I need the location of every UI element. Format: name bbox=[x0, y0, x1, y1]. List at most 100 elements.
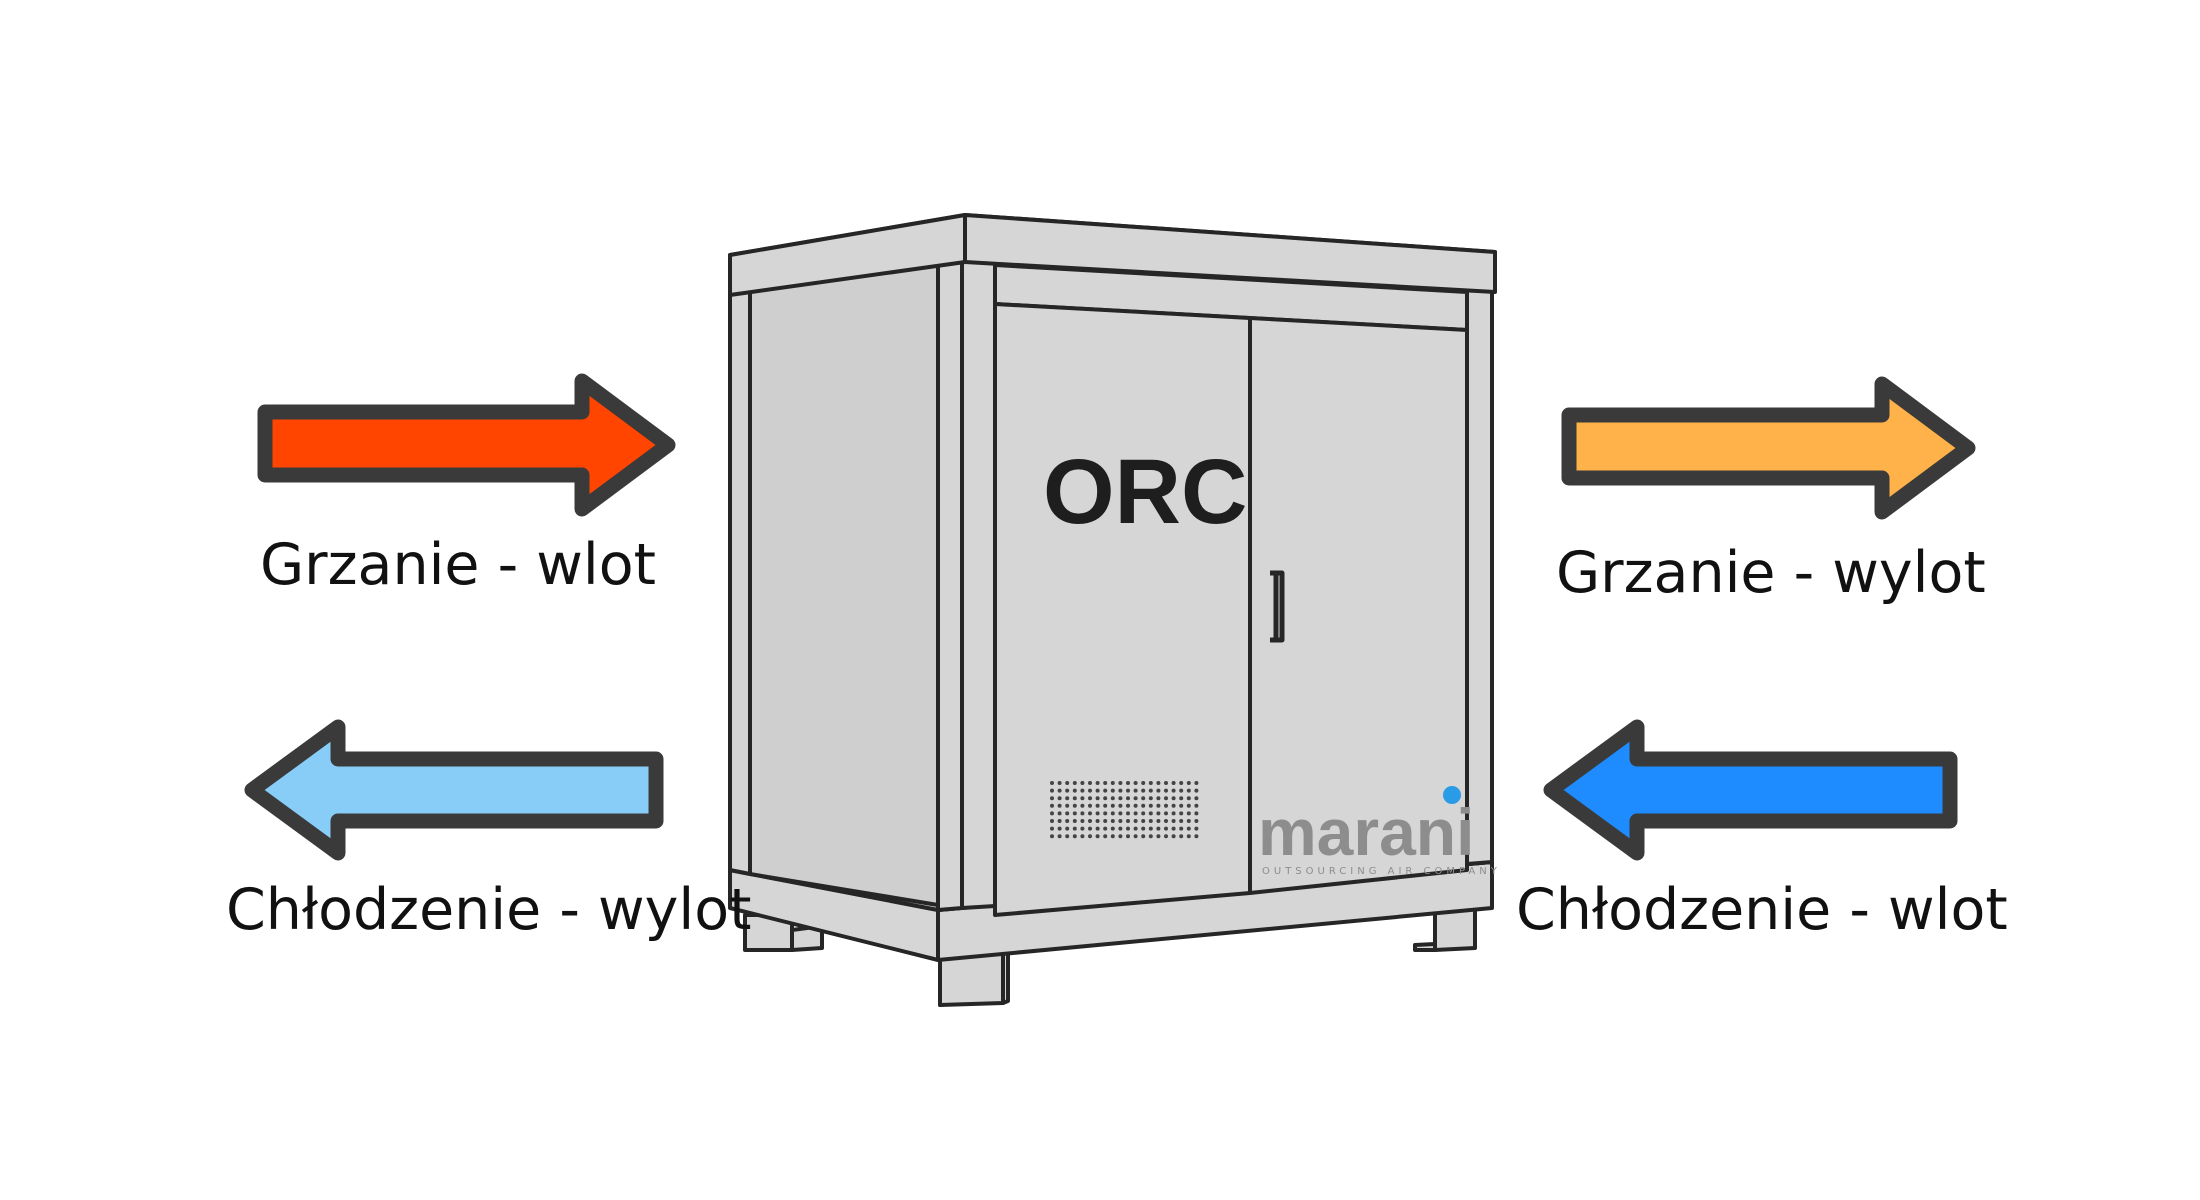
vent-hole bbox=[1103, 796, 1108, 801]
vent-hole bbox=[1179, 811, 1184, 816]
unit-title: ORC bbox=[1043, 441, 1247, 543]
vent-hole bbox=[1179, 803, 1184, 808]
brand-tagline: OUTSOURCING AIR COMPANY bbox=[1262, 866, 1501, 877]
vent-hole bbox=[1072, 826, 1077, 831]
vent-hole bbox=[1194, 796, 1199, 801]
vent-hole bbox=[1088, 796, 1092, 801]
vent-hole bbox=[1057, 781, 1062, 785]
vent-hole bbox=[1141, 781, 1146, 785]
vent-hole bbox=[1141, 788, 1146, 793]
heating-outlet-label: Grzanie - wylot bbox=[1556, 540, 1986, 606]
vent-hole bbox=[1103, 834, 1108, 839]
vent-hole bbox=[1133, 811, 1138, 816]
vent-hole bbox=[1057, 819, 1062, 823]
vent-hole bbox=[1065, 811, 1070, 816]
vent-hole bbox=[1156, 826, 1161, 831]
vent-hole bbox=[1095, 803, 1100, 808]
vent-hole bbox=[1095, 811, 1100, 816]
vent-hole bbox=[1088, 834, 1092, 839]
vent-hole bbox=[1118, 788, 1123, 793]
vent-hole bbox=[1156, 819, 1161, 823]
cabinet-right-post bbox=[1465, 288, 1494, 866]
heating-inlet-label: Grzanie - wlot bbox=[260, 532, 656, 598]
vent-hole bbox=[1080, 811, 1085, 816]
vent-hole bbox=[1194, 781, 1199, 785]
vent-hole bbox=[1141, 819, 1146, 823]
vent-hole bbox=[1095, 826, 1100, 831]
vent-hole bbox=[1118, 826, 1123, 831]
vent-hole bbox=[1080, 781, 1085, 785]
vent-hole bbox=[1171, 819, 1176, 823]
vent-hole bbox=[1141, 834, 1146, 839]
vent-hole bbox=[1179, 796, 1184, 801]
vent-hole bbox=[1171, 796, 1176, 801]
vent-hole bbox=[1194, 803, 1199, 808]
vent-hole bbox=[1080, 819, 1085, 823]
vent-hole bbox=[1072, 796, 1077, 801]
vent-hole bbox=[1072, 834, 1077, 839]
vent-hole bbox=[1110, 788, 1115, 793]
vent-hole bbox=[1141, 796, 1146, 801]
vent-hole bbox=[1065, 819, 1070, 823]
brand-logo: marani OUTSOURCING AIR COMPANY bbox=[1258, 786, 1501, 877]
vent-hole bbox=[1126, 803, 1130, 808]
cabinet-door-right bbox=[1248, 316, 1469, 895]
vent-hole bbox=[1133, 781, 1138, 785]
cabinet-corner-post bbox=[936, 253, 964, 912]
vent-hole bbox=[1057, 834, 1062, 839]
vent-hole bbox=[1095, 781, 1100, 785]
cooling-inlet-label: Chłodzenie - wlot bbox=[1516, 877, 2008, 943]
vent-hole bbox=[1118, 796, 1123, 801]
vent-hole bbox=[1186, 788, 1191, 793]
vent-hole bbox=[1072, 781, 1077, 785]
vent-hole bbox=[1110, 811, 1115, 816]
vent-hole bbox=[1164, 819, 1168, 823]
vent-hole bbox=[1141, 826, 1146, 831]
vent-hole bbox=[1118, 811, 1123, 816]
orc-cabinet bbox=[728, 213, 1497, 1007]
vent-hole bbox=[1148, 826, 1153, 831]
vent-hole bbox=[1171, 781, 1176, 785]
vent-hole bbox=[1080, 834, 1085, 839]
heating-inlet-arrow-icon bbox=[257, 373, 676, 517]
heating-outlet-arrow-icon bbox=[1561, 376, 1976, 520]
vent-hole bbox=[1103, 781, 1108, 785]
vent-hole bbox=[1126, 788, 1130, 793]
vent-hole bbox=[1065, 826, 1070, 831]
vent-hole bbox=[1171, 834, 1176, 839]
vent-hole bbox=[1156, 811, 1161, 816]
vent-hole bbox=[1164, 826, 1168, 831]
vent-hole bbox=[1072, 803, 1077, 808]
vent-hole bbox=[1133, 819, 1138, 823]
vent-hole bbox=[1126, 781, 1130, 785]
vent-hole bbox=[1103, 811, 1108, 816]
vent-hole bbox=[1148, 781, 1153, 785]
vent-hole bbox=[1088, 819, 1092, 823]
vent-hole bbox=[1072, 819, 1077, 823]
vent-hole bbox=[1186, 834, 1191, 839]
vent-hole bbox=[1050, 819, 1054, 823]
vent-hole bbox=[1164, 811, 1168, 816]
vent-hole bbox=[1072, 811, 1077, 816]
vent-hole bbox=[1065, 781, 1070, 785]
vent-hole bbox=[1171, 826, 1176, 831]
vent-hole bbox=[1118, 803, 1123, 808]
vent-hole bbox=[1148, 811, 1153, 816]
vent-hole bbox=[1148, 803, 1153, 808]
vent-hole bbox=[1164, 803, 1168, 808]
vent-hole bbox=[1095, 788, 1100, 793]
vent-hole bbox=[1095, 819, 1100, 823]
vent-hole bbox=[1118, 819, 1123, 823]
vent-hole bbox=[1148, 788, 1153, 793]
cabinet-corner-post bbox=[960, 254, 997, 910]
brand-name: marani bbox=[1258, 795, 1474, 869]
vent-hole bbox=[1095, 834, 1100, 839]
vent-hole bbox=[1050, 788, 1054, 793]
vent-hole bbox=[1065, 796, 1070, 801]
vent-hole bbox=[1156, 796, 1161, 801]
vent-hole bbox=[1050, 826, 1054, 831]
vent-hole bbox=[1110, 781, 1115, 785]
vent-hole bbox=[1126, 834, 1130, 839]
vent-hole bbox=[1133, 796, 1138, 801]
vent-hole bbox=[1103, 819, 1108, 823]
